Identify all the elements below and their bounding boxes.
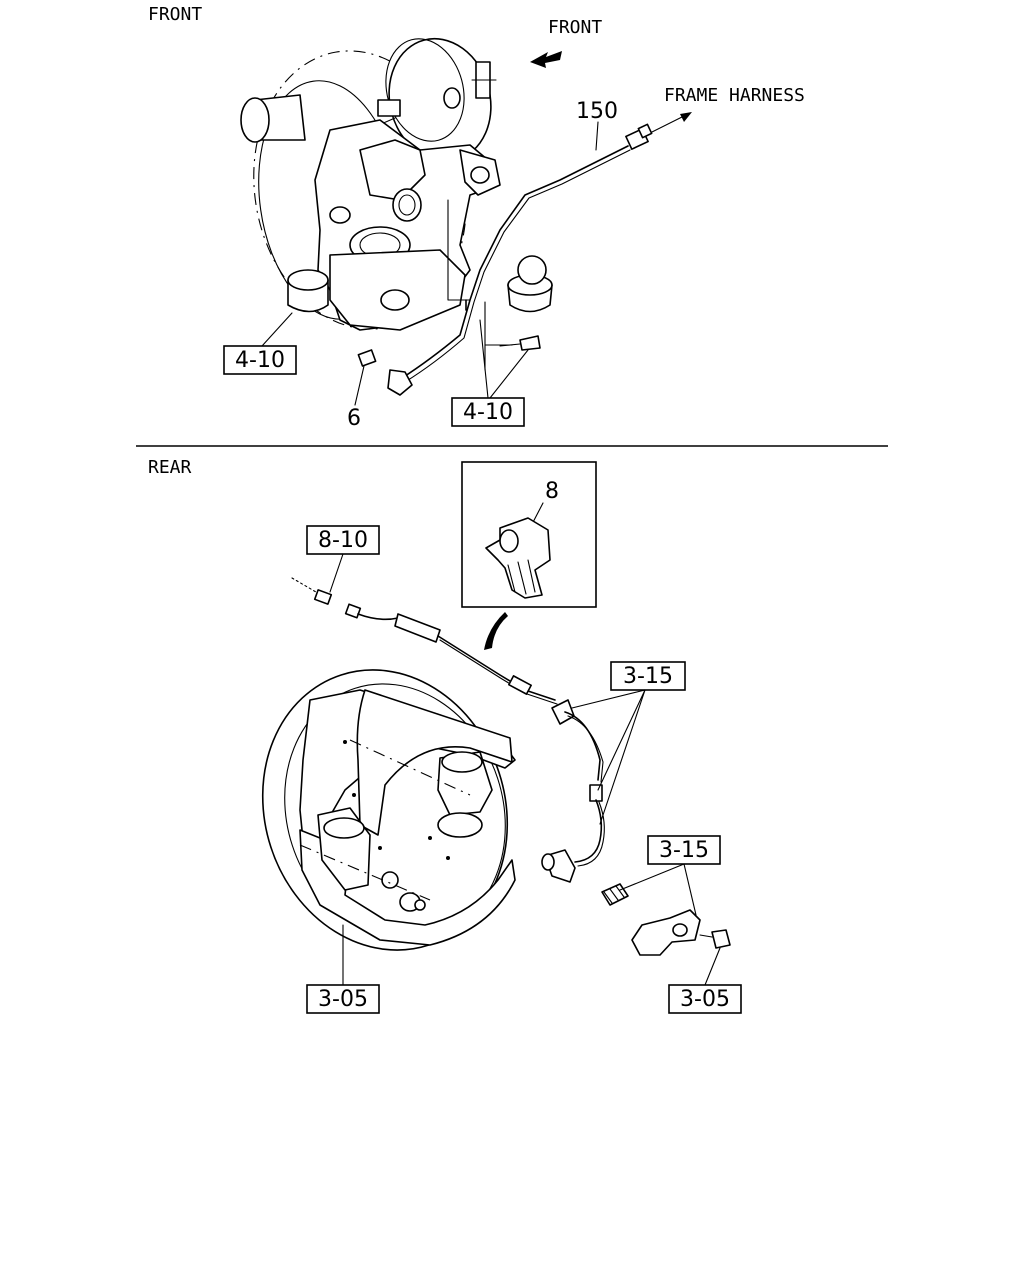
front-direction-label: FRONT	[548, 17, 602, 38]
ref-3-05-b-box[interactable]	[668, 984, 742, 1014]
front-section-title: FRONT	[148, 4, 202, 25]
sensor-leader	[447, 199, 471, 301]
callout-150-leader	[595, 121, 599, 151]
front-knuckle-assembly	[240, 37, 553, 331]
ref-3-15-a-leader-2	[597, 689, 646, 791]
front-abs-sensor-harness	[357, 123, 653, 396]
ref-3-15-b-leader-1	[619, 863, 685, 891]
ref-3-15-b: 3-15	[659, 838, 709, 863]
front-direction-arrow-icon	[530, 51, 562, 68]
inset-pointer-icon	[484, 612, 508, 650]
rear-brake-assembly	[261, 669, 516, 951]
callout-150: 150	[576, 99, 618, 124]
ref-3-15-a-leader-3	[599, 689, 646, 825]
ref-3-05-a-box[interactable]	[306, 984, 380, 1014]
frame-harness-arrow-icon	[649, 112, 692, 134]
rear-sensor-bracket	[601, 883, 731, 956]
ref-8-10: 8-10	[318, 528, 368, 553]
ref-3-05-b-leader	[704, 947, 721, 986]
ref-3-15-a: 3-15	[623, 664, 673, 689]
ref-4-10-b-leader-2	[489, 349, 529, 399]
ref-4-10-b: 4-10	[463, 400, 513, 425]
rear-abs-sensor-harness	[291, 577, 605, 883]
harness-clip-icon	[485, 517, 551, 599]
inset-callout-8: 8	[545, 479, 559, 504]
ref-4-10-a: 4-10	[235, 348, 285, 373]
rear-section-title: REAR	[148, 457, 192, 478]
callout-6-leader	[354, 365, 365, 406]
ref-3-05-a: 3-05	[318, 987, 368, 1012]
ref-4-10-a-leader	[261, 312, 293, 347]
ref-4-10-b-box[interactable]	[451, 397, 525, 427]
ref-4-10-b-leader-1	[479, 319, 489, 399]
ref-3-05-b: 3-05	[680, 987, 730, 1012]
callout-6: 6	[347, 406, 361, 431]
ref-3-15-b-box[interactable]	[647, 835, 721, 865]
ref-8-10-leader	[329, 553, 344, 593]
ref-3-15-b-leader-2	[683, 863, 697, 916]
ref-3-15-a-box[interactable]	[610, 661, 686, 691]
ref-4-10-a-box[interactable]	[223, 345, 297, 375]
ref-3-15-a-leader-1	[571, 689, 646, 709]
frame-harness-label: FRAME HARNESS	[664, 85, 805, 106]
